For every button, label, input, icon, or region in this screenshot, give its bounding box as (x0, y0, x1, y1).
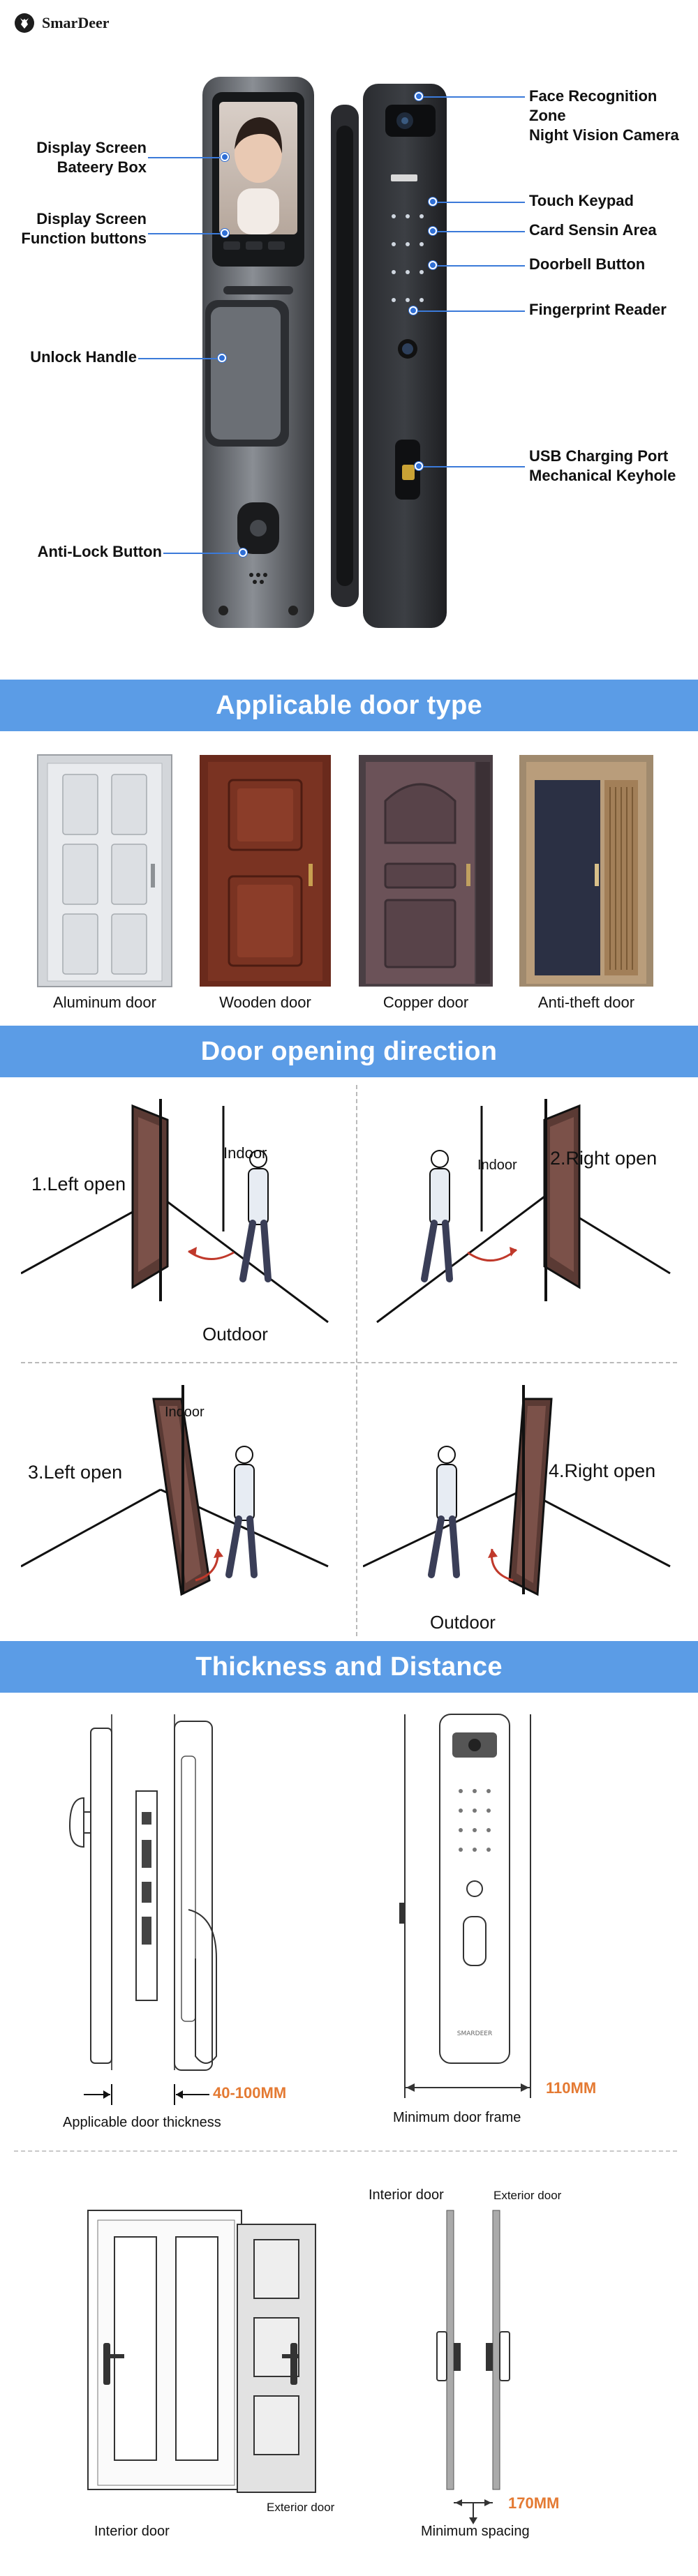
leader-line (433, 265, 525, 267)
left-open-diagram-3 (21, 1385, 329, 1596)
indoor-label-2: Indoor (477, 1158, 517, 1173)
callout-display-buttons: Display Screen Function buttons (21, 210, 147, 247)
callout-dot (415, 462, 423, 470)
outdoor-label-1: Outdoor (202, 1324, 268, 1345)
callout-dot (429, 227, 437, 235)
section-banner-opening-direction: Door opening direction (0, 1026, 698, 1077)
callout-fingerprint: Fingerprint Reader (529, 301, 667, 318)
right-open-diagram-4 (363, 1385, 671, 1596)
section-title: Door opening direction (200, 1036, 498, 1066)
lock-side-image (331, 84, 447, 628)
separator-line (14, 2150, 677, 2152)
direction-label-1: 1.Left open (31, 1174, 126, 1195)
door-card-anti-theft[interactable]: Anti-theft door (517, 752, 656, 1011)
direction-label-3: 3.Left open (28, 1462, 123, 1483)
callout-card-sensing: Card Sensin Area (529, 221, 657, 239)
leader-line (138, 358, 221, 359)
door-label: Wooden door (219, 994, 311, 1011)
door-label: Anti-theft door (537, 994, 635, 1011)
leader-line (148, 157, 223, 158)
exterior-door-bottom-label: Exterior door (267, 2501, 335, 2514)
outdoor-label-4: Outdoor (430, 1612, 496, 1633)
left-open-diagram-1 (21, 1099, 329, 1324)
minimum-frame-diagram: SMARDEER (399, 1714, 531, 2098)
callout-dot (429, 261, 437, 269)
brand-name: SmarDeer (42, 14, 110, 31)
lock-front-image (202, 77, 314, 628)
deer-logo-icon (15, 13, 34, 33)
double-door-diagram (87, 2210, 316, 2493)
callout-dot (415, 92, 423, 100)
callout-dot (218, 354, 226, 362)
person-icon (225, 1446, 258, 1578)
indoor-label-1: Indoor (223, 1144, 267, 1162)
wooden-door-image (200, 755, 331, 987)
interior-door-top-label: Interior door (369, 2187, 444, 2203)
callout-face-recognition: Face Recognition Zone Night Vision Camer… (529, 87, 679, 144)
frame-width-caption: Minimum door frame (393, 2110, 521, 2125)
leader-line (419, 466, 525, 467)
grid-divider-vertical (356, 1085, 357, 1636)
aluminum-door-image (37, 754, 172, 987)
door-label: Copper door (383, 994, 469, 1011)
section-title: Applicable door type (216, 690, 482, 720)
direction-label-4: 4.Right open (549, 1460, 656, 1481)
person-icon (239, 1150, 272, 1282)
brand-logo[interactable]: SmarDeer (14, 13, 110, 33)
spacing-caption: Minimum spacing (421, 2524, 530, 2539)
door-card-wooden[interactable]: Wooden door (195, 752, 335, 1011)
door-card-copper[interactable]: Copper door (356, 752, 496, 1011)
exterior-door-top-label: Exterior door (493, 2189, 562, 2202)
callout-display-battery: Display Screen Bateery Box (36, 139, 147, 176)
leader-line (419, 96, 525, 98)
person-icon (421, 1150, 453, 1282)
door-card-aluminum[interactable]: Aluminum door (35, 752, 174, 1011)
door-thickness-value: 40-100MM (213, 2084, 287, 2102)
minimum-spacing-diagram (436, 2210, 510, 2524)
door-types-gallery: Aluminum door Wooden door (0, 740, 698, 1033)
thickness-distance-diagrams: 40-100MM Applicable door thickness SMARD… (0, 1693, 698, 2576)
callout-anti-lock: Anti-Lock Button (37, 543, 162, 560)
callout-dot (221, 229, 229, 237)
hero-product-diagram: Display Screen Bateery Box Display Scree… (0, 56, 698, 656)
indoor-label-3: Indoor (165, 1405, 205, 1420)
callout-touch-keypad: Touch Keypad (529, 192, 634, 209)
section-banner-thickness: Thickness and Distance (0, 1641, 698, 1693)
callout-unlock-handle: Unlock Handle (30, 348, 137, 366)
grid-divider-horizontal (21, 1362, 677, 1363)
frame-width-value: 110MM (546, 2079, 597, 2097)
callout-dot (239, 548, 247, 557)
door-thickness-diagram (68, 1714, 217, 2105)
spacing-value: 170MM (508, 2494, 560, 2512)
callout-doorbell: Doorbell Button (529, 255, 646, 273)
direction-label-2: 2.Right open (550, 1148, 658, 1169)
door-label: Aluminum door (53, 994, 156, 1011)
callout-dot (429, 197, 437, 206)
section-banner-door-type: Applicable door type (0, 680, 698, 731)
person-icon (428, 1446, 460, 1578)
section-title: Thickness and Distance (195, 1652, 503, 1682)
anti-theft-door-image (519, 755, 653, 987)
copper-door-image (359, 755, 493, 987)
opening-direction-grid: 1.Left open Indoor Outdoor 2.Right open … (0, 1078, 698, 1636)
lock-brand-mark: SMARDEER (457, 2030, 492, 2037)
door-thickness-caption: Applicable door thickness (63, 2115, 221, 2130)
leader-line (413, 310, 525, 312)
interior-door-bottom-label: Interior door (94, 2524, 170, 2539)
right-open-diagram-2 (376, 1099, 671, 1324)
callout-dot (409, 306, 417, 315)
leader-line (163, 553, 242, 554)
leader-line (148, 233, 223, 234)
callout-usb-keyhole: USB Charging Port Mechanical Keyhole (529, 447, 676, 484)
leader-line (433, 231, 525, 232)
leader-line (433, 202, 525, 203)
callout-dot (221, 153, 229, 161)
